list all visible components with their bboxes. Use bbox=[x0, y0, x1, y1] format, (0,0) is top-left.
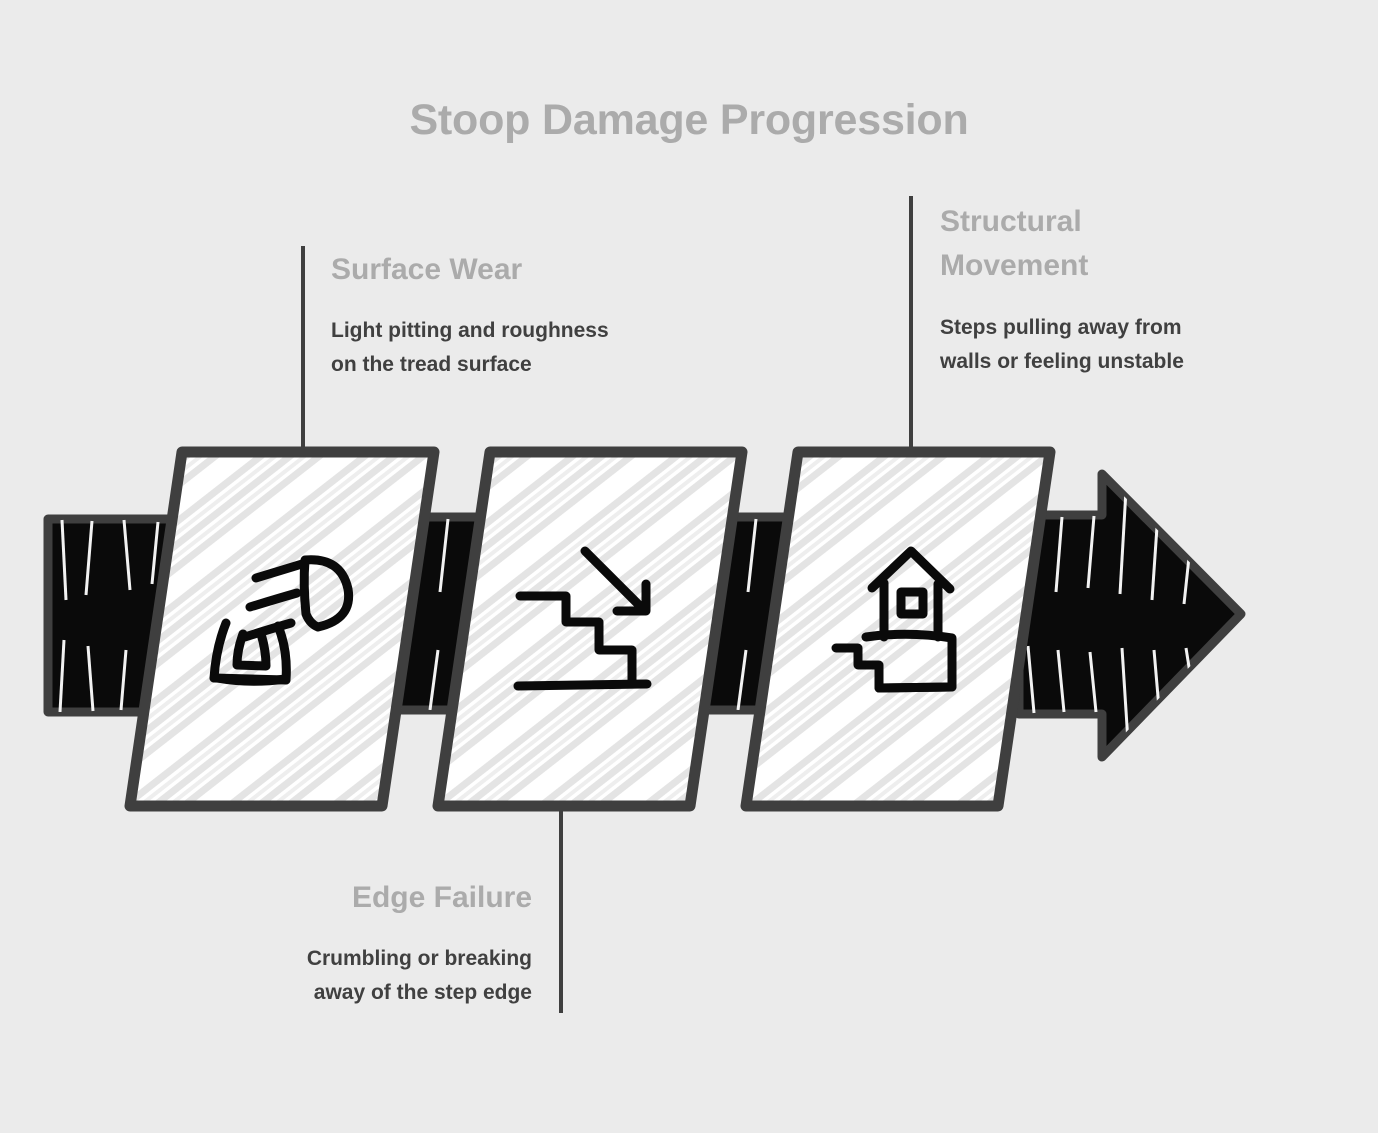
ribbon-arrowhead bbox=[1014, 469, 1246, 762]
callout-edge-failure: Edge Failure Crumbling or breaking away … bbox=[180, 876, 532, 1010]
stage-panel-edge-failure[interactable] bbox=[432, 446, 748, 812]
callout-heading-structural-movement: Structural Movement bbox=[940, 205, 1089, 283]
callout-description-edge-failure: Crumbling or breaking away of the step e… bbox=[306, 947, 532, 1005]
callout-connectors bbox=[301, 196, 913, 1013]
callout-description-structural-movement: Steps pulling away from walls or feeling… bbox=[940, 315, 1184, 373]
callout-description-surface-wear: Light pitting and roughness on the tread… bbox=[331, 319, 609, 377]
callout-heading-surface-wear: Surface Wear bbox=[331, 253, 523, 286]
stairs-down-arrow-icon bbox=[513, 546, 652, 691]
stage-panel-surface-wear[interactable] bbox=[124, 446, 440, 812]
callout-surface-wear: Surface Wear Light pitting and roughness… bbox=[331, 248, 731, 382]
pressure-washer-spray-icon bbox=[209, 555, 354, 686]
callout-structural-movement: Structural Movement Steps pulling away f… bbox=[940, 200, 1300, 379]
callout-heading-edge-failure: Edge Failure bbox=[351, 881, 532, 914]
house-on-steps-icon bbox=[831, 546, 957, 693]
page-title: Stoop Damage Progression bbox=[409, 96, 969, 144]
stage-panel-structural-movement[interactable] bbox=[740, 446, 1056, 812]
stage-panels bbox=[124, 446, 1056, 812]
